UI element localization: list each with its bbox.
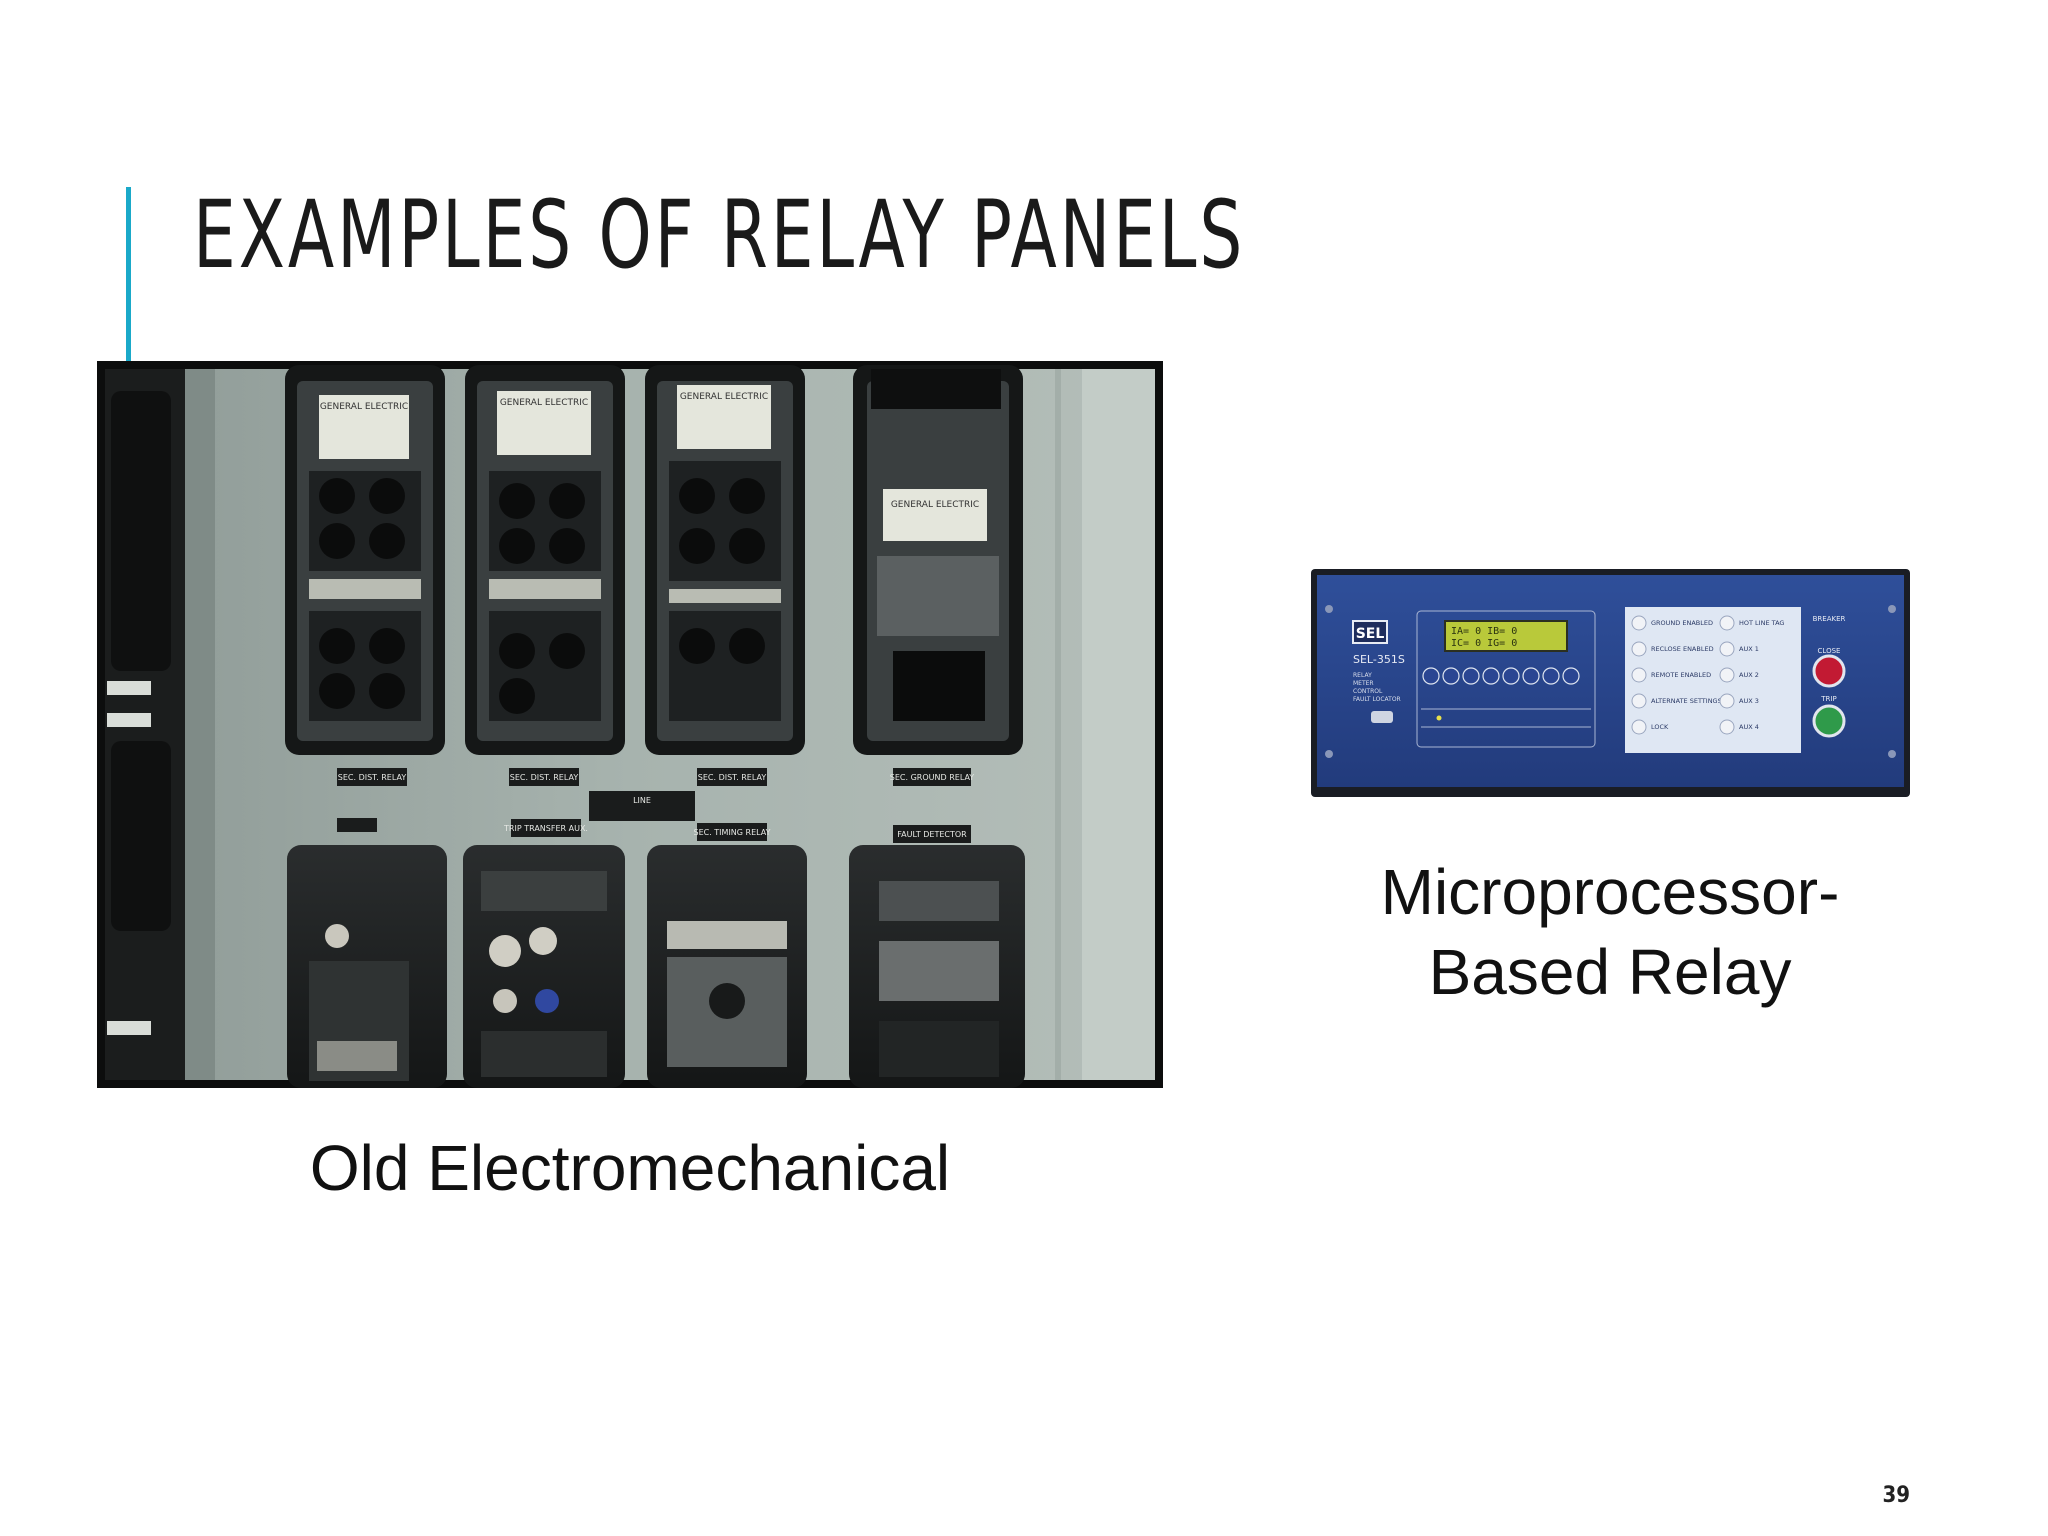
relay-model: SEL-351S	[1353, 653, 1405, 666]
lower-relay-case-2	[463, 845, 625, 1088]
electromechanical-relay-panel-photo: GENERAL ELECTRIC GENERAL ELECTRIC GENERA…	[97, 361, 1163, 1088]
function-meter: METER	[1353, 680, 1374, 687]
nameplate-sec-timing-relay: SEC. TIMING RELAY	[693, 828, 770, 837]
function-relay: RELAY	[1353, 672, 1372, 679]
nameplate-sec-dist-relay-2: SEC. DIST. RELAY	[510, 773, 579, 782]
target-aux-2: AUX 2	[1739, 671, 1759, 679]
target-reclose-enabled: RECLOSE ENABLED	[1651, 645, 1714, 653]
relay-brand-1: GENERAL ELECTRIC	[320, 402, 408, 412]
title-accent-bar	[126, 187, 131, 362]
nameplate-fault-detector: FAULT DETECTOR	[897, 830, 967, 839]
nameplate-sec-ground-relay: SEC. GROUND RELAY	[890, 773, 975, 782]
target-remote-enabled: REMOTE ENABLED	[1651, 671, 1711, 679]
slide-title: EXAMPLES OF RELAY PANELS	[193, 181, 1246, 290]
target-aux-4: AUX 4	[1739, 723, 1759, 731]
nameplate-line: LINE	[633, 796, 651, 805]
relay-brand-2: GENERAL ELECTRIC	[500, 398, 588, 408]
target-hot-line-tag: HOT LINE TAG	[1739, 619, 1784, 627]
function-fault-locator: FAULT LOCATOR	[1353, 696, 1401, 703]
sel-logo: SEL	[1356, 626, 1385, 642]
relay-brand-3: GENERAL ELECTRIC	[680, 392, 768, 402]
lower-relay-case-1	[287, 845, 447, 1088]
upper-relay-case-1: GENERAL ELECTRIC	[285, 365, 445, 755]
target-lock: LOCK	[1651, 723, 1669, 731]
lcd-row-1: IA= 0 IB= 0	[1451, 626, 1517, 637]
close-button	[1812, 654, 1846, 688]
microprocessor-relay-photo: SEL SEL-351S RELAY METER CONTROL FAULT L…	[1311, 569, 1910, 797]
function-control: CONTROL	[1353, 688, 1383, 695]
page-number: 39	[1882, 1483, 1910, 1508]
lcd-row-2: IC= 0 IG= 0	[1451, 638, 1517, 649]
microprocessor-caption: Microprocessor- Based Relay	[1280, 852, 1940, 1012]
upper-relay-case-3: GENERAL ELECTRIC	[645, 365, 805, 755]
trip-label: TRIP	[1820, 695, 1836, 703]
breaker-label: BREAKER	[1813, 615, 1846, 623]
caption-line-2: Based Relay	[1428, 936, 1792, 1008]
trip-button	[1812, 704, 1846, 738]
lower-relay-case-3	[647, 845, 807, 1088]
electromechanical-caption: Old Electromechanical	[309, 1132, 951, 1204]
target-alternate-settings: ALTERNATE SETTINGS	[1651, 697, 1722, 705]
nameplate-sec-dist-relay-3: SEC. DIST. RELAY	[698, 773, 767, 782]
relay-brand-4: GENERAL ELECTRIC	[891, 500, 979, 510]
target-aux-1: AUX 1	[1739, 645, 1759, 653]
target-ground-enabled: GROUND ENABLED	[1651, 619, 1713, 627]
caption-line-1: Microprocessor-	[1380, 856, 1840, 928]
lower-relay-case-4	[849, 845, 1025, 1088]
nameplate-sec-dist-relay-1: SEC. DIST. RELAY	[338, 773, 407, 782]
target-aux-3: AUX 3	[1739, 697, 1759, 705]
close-label: CLOSE	[1818, 647, 1841, 655]
upper-relay-case-4: GENERAL ELECTRIC	[853, 365, 1023, 755]
upper-relay-case-2: GENERAL ELECTRIC	[465, 365, 625, 755]
nameplate-trip-transfer-aux: TRIP TRANSFER AUX.	[503, 824, 588, 833]
